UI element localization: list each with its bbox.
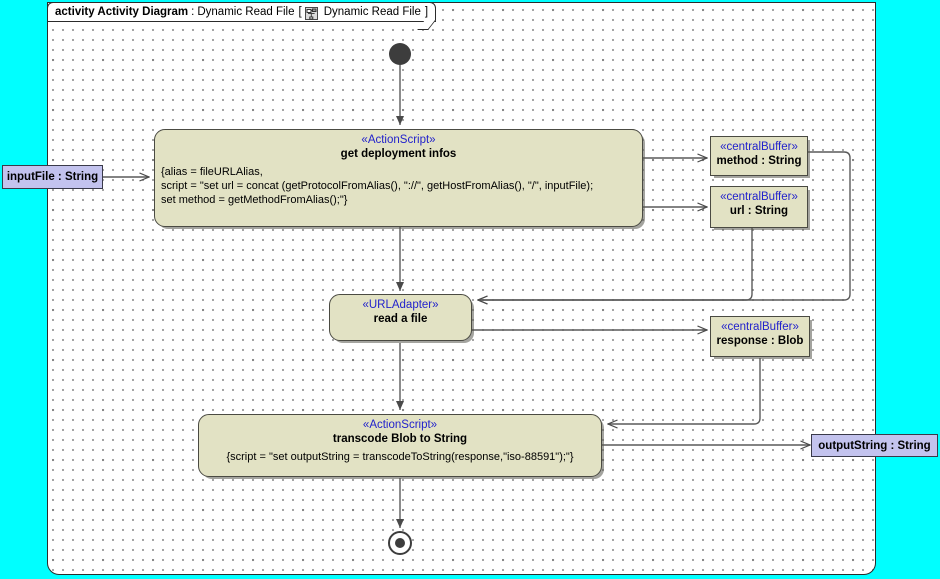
output-pin-outputstring[interactable]: outputString : String [811, 434, 938, 457]
action-transcode-blob-to-string[interactable]: «ActionScript» transcode Blob to String … [198, 414, 602, 477]
initial-node[interactable] [389, 43, 411, 65]
frame-bracket-open: [ [298, 6, 302, 18]
stereotype-label: «centralBuffer» [720, 141, 798, 153]
diagram-frame-title-tab[interactable]: activity Activity Diagram: Dynamic Read … [47, 2, 437, 30]
stereotype-label: «ActionScript» [362, 419, 438, 431]
stereotype-label: «centralBuffer» [720, 191, 798, 203]
node-body: {script = "set outputString = transcodeT… [226, 451, 574, 463]
final-node-center [395, 538, 405, 548]
node-name: read a file [373, 313, 428, 325]
stereotype-label: «ActionScript» [361, 134, 436, 146]
central-buffer-method[interactable]: «centralBuffer» method : String [710, 136, 808, 176]
edge-method-to-read-a-file [478, 151, 851, 300]
edge-url-to-read-a-file [478, 228, 753, 300]
frame-ref-name: Dynamic Read File [323, 6, 421, 18]
node-name: response : Blob [716, 335, 804, 347]
input-pin-inputfile[interactable]: inputFile : String [2, 165, 103, 189]
pin-label: outputString : String [818, 439, 931, 452]
node-name: get deployment infos [340, 148, 457, 160]
frame-bracket-close: ] [424, 6, 429, 18]
stereotype-label: «URLAdapter» [362, 299, 439, 311]
diagram-frame [47, 2, 876, 575]
frame-name: Dynamic Read File [197, 6, 295, 18]
frame-keyword: activity Activity Diagram [55, 6, 189, 18]
node-body: {alias = fileURLAlias, script = "set url… [161, 166, 594, 206]
node-name: method : String [716, 155, 802, 167]
node-name: transcode Blob to String [332, 433, 468, 445]
central-buffer-response[interactable]: «centralBuffer» response : Blob [710, 316, 810, 357]
activity-final-node[interactable] [388, 531, 412, 555]
stereotype-label: «centralBuffer» [721, 321, 799, 333]
action-get-deployment-infos[interactable]: «ActionScript» get deployment infos {ali… [154, 129, 643, 227]
edge-response-to-transcode [608, 358, 761, 424]
action-read-a-file[interactable]: «URLAdapter» read a file [329, 294, 472, 341]
activity-diagram-icon [304, 6, 318, 20]
central-buffer-url[interactable]: «centralBuffer» url : String [710, 186, 808, 228]
pin-label: inputFile : String [6, 171, 99, 183]
frame-separator: : [191, 6, 195, 18]
node-name: url : String [729, 205, 789, 217]
